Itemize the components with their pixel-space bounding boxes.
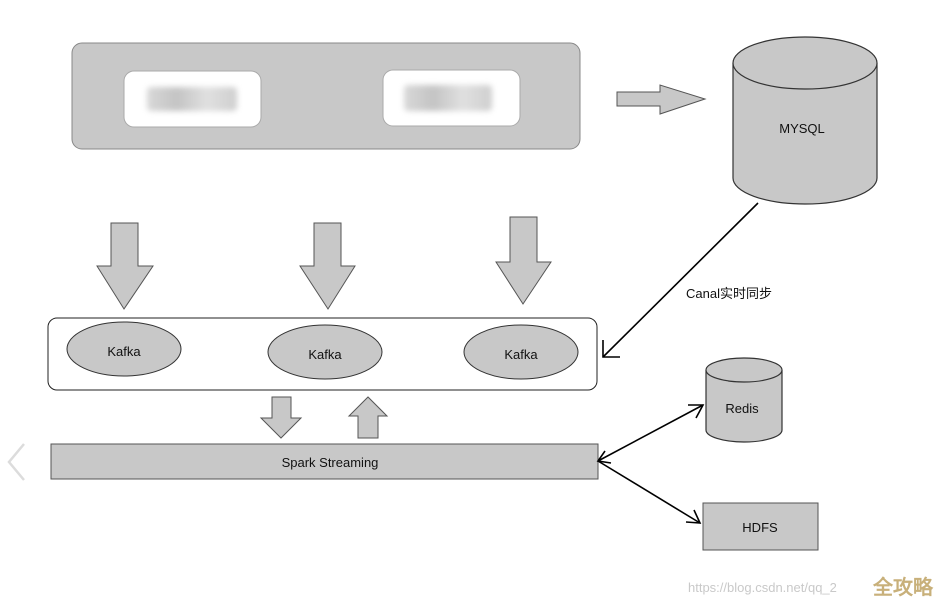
chevron-left-icon[interactable] bbox=[7, 443, 25, 481]
watermark-brand: 全攻略 bbox=[872, 575, 934, 599]
arrow-down-3 bbox=[495, 216, 552, 305]
arrow-down-2 bbox=[299, 222, 356, 310]
canal-sync-arrowhead bbox=[602, 340, 620, 358]
redis-cylinder: Redis bbox=[705, 357, 783, 443]
arrow-spark-redis-head-redis bbox=[688, 404, 705, 419]
spark-streaming-label: Spark Streaming bbox=[282, 455, 379, 470]
arrow-spark-hdfs-head bbox=[685, 509, 702, 524]
arrow-up-to-kafka bbox=[347, 396, 389, 439]
arrow-spark-redis bbox=[597, 404, 704, 462]
hdfs-label: HDFS bbox=[742, 520, 778, 535]
blurred-app-name-1 bbox=[147, 87, 237, 111]
kafka-label-2: Kafka bbox=[308, 347, 342, 362]
canal-sync-line bbox=[602, 202, 759, 358]
arrow-right-to-mysql bbox=[616, 84, 707, 115]
redis-label: Redis bbox=[725, 401, 759, 416]
mysql-cylinder: MYSQL bbox=[732, 36, 878, 205]
kafka-label-1: Kafka bbox=[107, 344, 141, 359]
kafka-node-1 bbox=[66, 321, 182, 377]
kafka-node-2 bbox=[267, 324, 383, 380]
spark-streaming-box bbox=[50, 443, 599, 480]
canal-sync-label: Canal实时同步 bbox=[686, 286, 772, 301]
arrow-spark-hdfs bbox=[597, 460, 701, 524]
hdfs-box bbox=[702, 502, 819, 551]
arrow-down-to-spark bbox=[259, 396, 303, 439]
watermark-url: https://blog.csdn.net/qq_2 bbox=[688, 580, 837, 595]
arrow-down-1 bbox=[96, 222, 154, 310]
kafka-label-3: Kafka bbox=[504, 347, 538, 362]
blurred-app-name-2 bbox=[404, 85, 492, 111]
kafka-node-3 bbox=[463, 324, 579, 380]
mysql-label: MYSQL bbox=[779, 121, 825, 136]
